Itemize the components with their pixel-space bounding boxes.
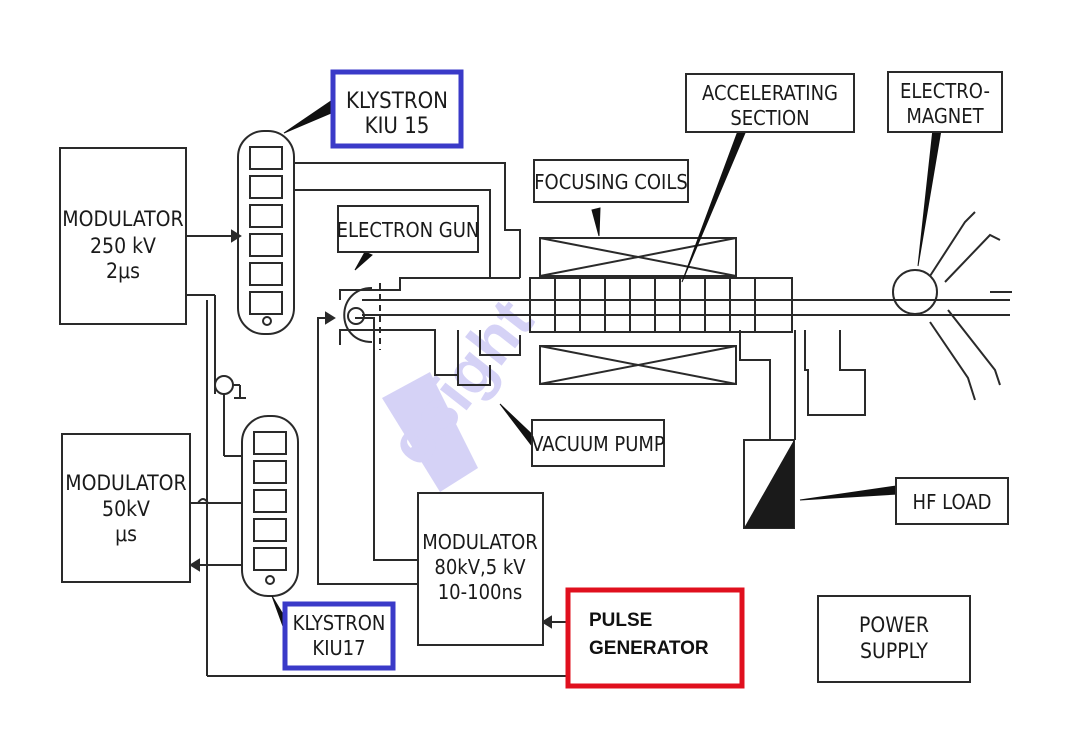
svg-text:MODULATOR: MODULATOR: [422, 530, 538, 554]
electromagnet-label-box: ELECTRO- MAGNET: [887, 71, 1003, 133]
svg-text:MAGNET: MAGNET: [906, 104, 984, 128]
svg-text:VACUUM PUMP: VACUUM PUMP: [531, 432, 665, 456]
svg-text:POWER: POWER: [859, 613, 929, 637]
svg-text:SUPPLY: SUPPLY: [860, 639, 928, 663]
svg-text:PULSE: PULSE: [589, 610, 652, 631]
svg-text:80kV,5 kV: 80kV,5 kV: [434, 555, 526, 579]
svg-text:ELECTRON GUN: ELECTRON GUN: [337, 218, 480, 242]
svg-text:2μs: 2μs: [106, 259, 140, 283]
focusing-coils-label-box: FOCUSING COILS: [533, 159, 689, 203]
svg-text:SECTION: SECTION: [730, 106, 809, 130]
klystron-tube-top: [237, 130, 295, 335]
svg-text:FOCUSING COILS: FOCUSING COILS: [534, 170, 688, 194]
klystron-top-line1: KLYSTRON: [346, 89, 448, 114]
klystron-bottom-label-box: KLYSTRON KIU17: [282, 601, 396, 671]
watermark-logo: esight: [374, 286, 547, 492]
modulator-250kv-box: MODULATOR 250 kV 2μs: [59, 147, 187, 325]
svg-text:ACCELERATING: ACCELERATING: [702, 81, 838, 105]
klystron-top-line2: KIU 15: [365, 114, 430, 139]
svg-text:GENERATOR: GENERATOR: [589, 638, 709, 659]
power-supply-label-box: POWER SUPPLY: [817, 595, 971, 683]
pulse-generator-label-box: PULSE GENERATOR: [565, 587, 745, 689]
leader-lines: [271, 98, 942, 641]
accelerating-section-label-box: ACCELERATING SECTION: [685, 73, 855, 133]
svg-text:HF LOAD: HF LOAD: [913, 490, 992, 514]
vacuum-pump-label-box: VACUUM PUMP: [531, 419, 665, 467]
svg-text:MODULATOR: MODULATOR: [62, 207, 183, 231]
svg-text:ELECTRO-: ELECTRO-: [900, 79, 990, 103]
hf-load-label-box: HF LOAD: [895, 477, 1009, 525]
svg-text:KIU17: KIU17: [312, 636, 365, 660]
electron-gun-label-box: ELECTRON GUN: [337, 205, 480, 253]
svg-text:50kV: 50kV: [102, 497, 150, 521]
modulator-50kv-box: MODULATOR 50kV μs: [61, 433, 191, 583]
accelerating-section-structure: [343, 237, 793, 385]
wiring: [186, 162, 1012, 677]
svg-text:250 kV: 250 kV: [90, 234, 156, 258]
svg-text:KLYSTRON: KLYSTRON: [293, 611, 386, 635]
svg-text:μs: μs: [115, 522, 137, 546]
klystron-top-label-box: KLYSTRON KIU 15: [330, 69, 464, 149]
modulator-80kv-box: MODULATOR 80kV,5 kV 10-100ns: [417, 492, 544, 646]
klystron-tube-bottom: [241, 415, 299, 597]
svg-text:10-100ns: 10-100ns: [438, 580, 523, 604]
hf-load-block: [743, 439, 795, 529]
svg-text:MODULATOR: MODULATOR: [65, 471, 186, 495]
